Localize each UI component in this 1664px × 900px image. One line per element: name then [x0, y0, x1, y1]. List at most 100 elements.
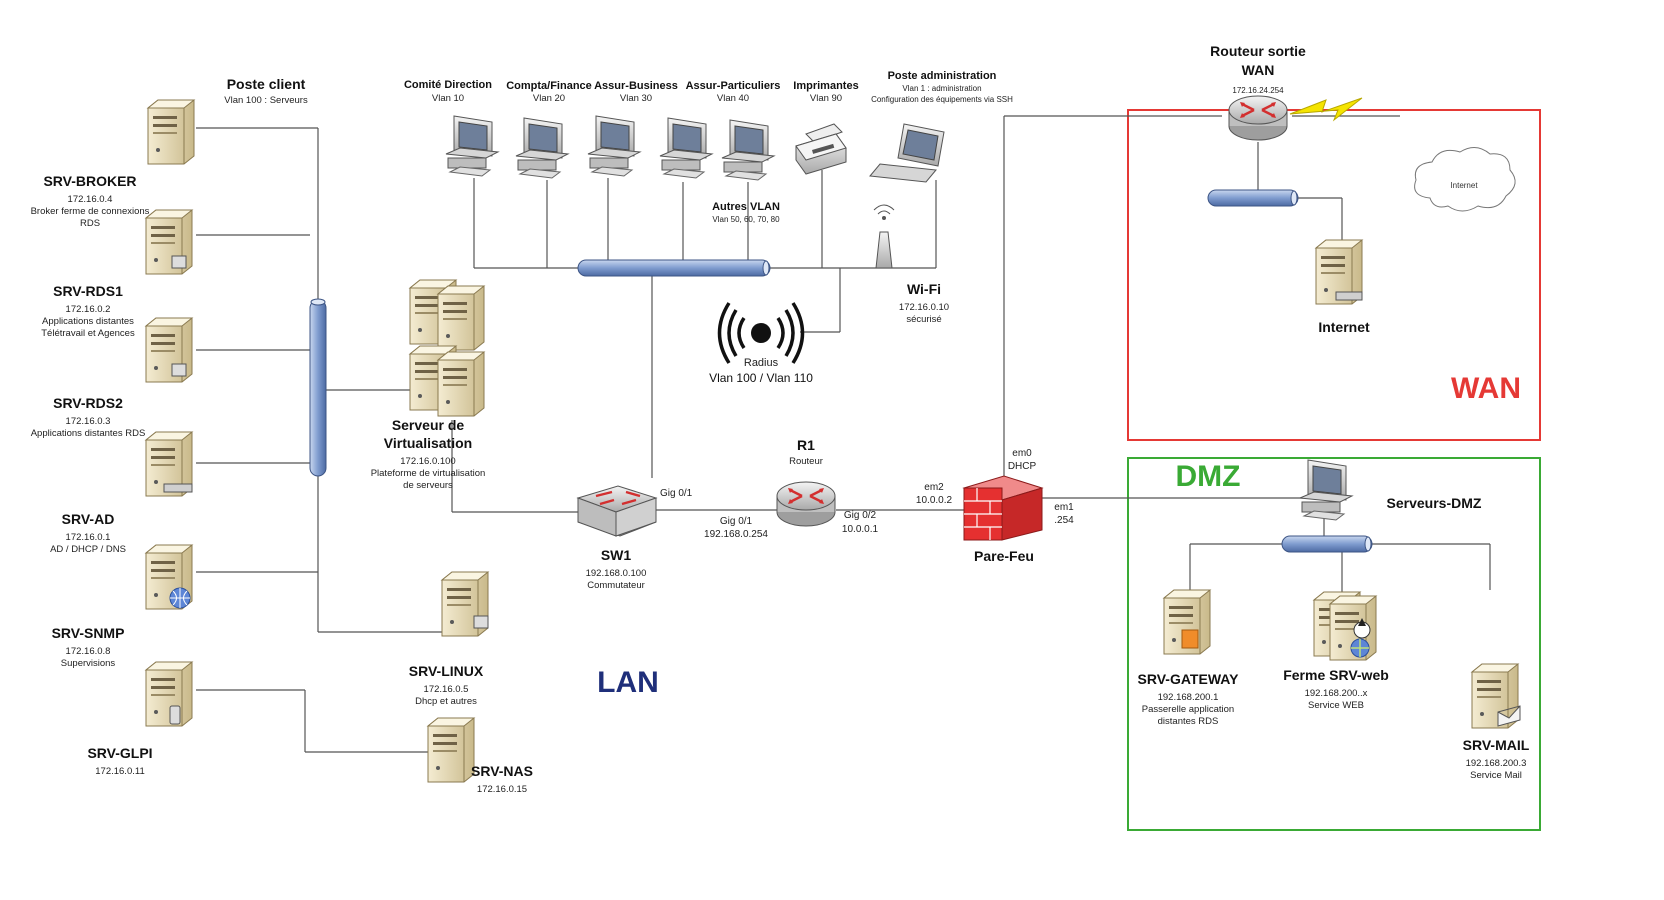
svg-text:em2: em2 — [924, 482, 944, 493]
svg-text:SRV-GLPI: SRV-GLPI — [87, 745, 152, 761]
ferme-srv-web-label: Ferme SRV-web 192.168.200..x Service WEB — [1283, 667, 1389, 711]
gateway-badge-icon — [1181, 629, 1199, 649]
server-icon — [145, 661, 193, 727]
virtualisation-label: Serveur de Virtualisation 172.16.0.100 P… — [371, 417, 486, 491]
vlan-bus — [577, 259, 771, 277]
svg-text:Compta/Finance: Compta/Finance — [506, 80, 592, 92]
svg-text:Autres VLAN: Autres VLAN — [712, 201, 780, 213]
wifi-access-point-icon — [873, 204, 895, 269]
svg-text:172.16.0.11: 172.16.0.11 — [95, 766, 144, 777]
svg-text:10.0.0.1: 10.0.0.1 — [842, 524, 879, 535]
server-icon — [427, 717, 475, 783]
svg-text:Vlan 1 : administration: Vlan 1 : administration — [902, 84, 981, 93]
svg-text:192.168.200.1: 192.168.200.1 — [1158, 692, 1219, 703]
svg-text:192.168.0.100: 192.168.0.100 — [586, 568, 647, 579]
svg-text:DHCP: DHCP — [1008, 461, 1037, 472]
svg-text:SRV-LINUX: SRV-LINUX — [409, 663, 484, 679]
svg-text:SRV-BROKER: SRV-BROKER — [43, 173, 136, 189]
svg-text:Vlan 20: Vlan 20 — [533, 93, 565, 104]
svg-text:Gig 0/1: Gig 0/1 — [720, 516, 753, 527]
svg-text:Ferme SRV-web: Ferme SRV-web — [1283, 667, 1389, 683]
svg-text:Vlan 100 : Serveurs: Vlan 100 : Serveurs — [224, 95, 308, 106]
svg-text:Supervisions: Supervisions — [61, 658, 116, 669]
svg-text:172.16.0.1: 172.16.0.1 — [66, 532, 111, 543]
svg-text:172.16.0.100: 172.16.0.100 — [400, 456, 455, 467]
svg-text:SW1: SW1 — [601, 547, 632, 563]
svg-text:SRV-RDS1: SRV-RDS1 — [53, 283, 123, 299]
svg-text:Vlan 40: Vlan 40 — [717, 93, 749, 104]
printer-icon — [795, 123, 847, 175]
svg-text:Pare-Feu: Pare-Feu — [974, 548, 1034, 564]
svg-text:em0: em0 — [1012, 448, 1032, 459]
firewall-icon — [962, 475, 1044, 541]
svg-text:RDS: RDS — [80, 218, 100, 229]
svg-text:SRV-RDS2: SRV-RDS2 — [53, 395, 123, 411]
svg-text:.254: .254 — [1054, 515, 1074, 526]
svg-text:Service WEB: Service WEB — [1308, 700, 1364, 711]
svg-text:Poste client: Poste client — [227, 76, 306, 92]
svg-text:Wi-Fi: Wi-Fi — [907, 281, 941, 297]
svg-text:Poste administration: Poste administration — [888, 70, 997, 82]
server-icon — [147, 99, 195, 165]
svg-text:172.16.0.5: 172.16.0.5 — [424, 684, 469, 695]
laptop-icon — [869, 123, 945, 183]
autres-vlan-label: Autres VLAN Vlan 50, 60, 70, 80 — [712, 201, 780, 224]
firewall-label: Pare-Feu em0 DHCP em2 10.0.0.2 em1 .254 — [916, 448, 1074, 564]
svg-text:172.16.24.254: 172.16.24.254 — [1232, 86, 1284, 95]
phone-badge-icon — [169, 705, 181, 725]
svg-text:192.168.200.3: 192.168.200.3 — [1466, 758, 1527, 769]
svg-text:SRV-NAS: SRV-NAS — [471, 763, 533, 779]
svg-text:Applications distantes RDS: Applications distantes RDS — [31, 428, 146, 439]
svg-text:R1: R1 — [797, 437, 815, 453]
lan-zone-label: LAN — [597, 666, 659, 699]
workstation-icon — [445, 115, 499, 177]
srv-rds2-label: SRV-RDS2 172.16.0.3 Applications distant… — [31, 395, 146, 439]
svg-text:Télétravail et Agences: Télétravail et Agences — [41, 328, 135, 339]
poste-client-label: Poste client Vlan 100 : Serveurs — [224, 76, 308, 106]
svg-text:192.168.0.254: 192.168.0.254 — [704, 529, 768, 540]
svg-text:Comité Direction: Comité Direction — [404, 79, 492, 91]
workstation-icon — [587, 115, 641, 177]
radius-label: Radius Vlan 100 / Vlan 110 — [709, 357, 813, 385]
internet-cloud-icon: Internet — [1414, 147, 1516, 212]
monitor-badge-icon — [171, 255, 187, 269]
svg-text:Radius: Radius — [744, 357, 779, 369]
svg-text:Serveur de: Serveur de — [392, 417, 465, 433]
svg-text:Vlan 30: Vlan 30 — [620, 93, 652, 104]
svg-text:Commutateur: Commutateur — [587, 580, 645, 591]
workstation-icon — [721, 119, 775, 181]
svg-text:Imprimantes: Imprimantes — [793, 80, 858, 92]
svg-text:sécurisé: sécurisé — [906, 314, 941, 325]
svg-text:SRV-MAIL: SRV-MAIL — [1463, 737, 1530, 753]
svg-text:distantes RDS: distantes RDS — [1158, 716, 1219, 727]
svg-text:AD / DHCP / DNS: AD / DHCP / DNS — [50, 544, 126, 555]
workstation-icon — [659, 117, 713, 179]
svg-text:Applications distantes: Applications distantes — [42, 316, 134, 327]
svg-text:Gig 0/1: Gig 0/1 — [660, 488, 693, 499]
workstation-icon — [1299, 459, 1353, 521]
srv-mail-label: SRV-MAIL 192.168.200.3 Service Mail — [1463, 737, 1530, 781]
srv-broker-label: SRV-BROKER 172.16.0.4 Broker ferme de co… — [31, 173, 150, 229]
srv-snmp-label: SRV-SNMP 172.16.0.8 Supervisions — [52, 625, 125, 669]
srv-rds1-label: SRV-RDS1 172.16.0.2 Applications distant… — [41, 283, 135, 339]
svg-text:Broker ferme de connexions: Broker ferme de connexions — [31, 206, 150, 217]
r1-label: R1 Routeur Gig 0/1 192.168.0.254 Gig 0/2… — [704, 437, 878, 540]
lightning-link-icon — [1289, 97, 1363, 122]
svg-text:172.16.0.10: 172.16.0.10 — [899, 302, 949, 313]
virtualisation-server-icon — [409, 279, 485, 417]
svg-text:172.16.0.2: 172.16.0.2 — [66, 304, 111, 315]
svg-text:Vlan 50, 60, 70, 80: Vlan 50, 60, 70, 80 — [712, 215, 780, 224]
svg-text:em1: em1 — [1054, 502, 1074, 513]
svg-text:Routeur: Routeur — [789, 456, 823, 467]
vlan-labels: Comité Direction Vlan 10 Compta/Finance … — [404, 79, 859, 104]
svg-text:172.16.0.3: 172.16.0.3 — [66, 416, 111, 427]
wan-zone-label: WAN — [1451, 372, 1521, 405]
svg-text:172.16.0.4: 172.16.0.4 — [68, 194, 113, 205]
svg-text:Virtualisation: Virtualisation — [384, 435, 472, 451]
svg-text:Plateforme de virtualisation: Plateforme de virtualisation — [371, 468, 486, 479]
svg-text:172.16.0.8: 172.16.0.8 — [66, 646, 111, 657]
svg-text:Routeur sortie: Routeur sortie — [1210, 43, 1306, 59]
dmz-zone-label: DMZ — [1176, 460, 1241, 493]
svg-text:Vlan 90: Vlan 90 — [810, 93, 842, 104]
dmz-zone — [1127, 457, 1541, 831]
